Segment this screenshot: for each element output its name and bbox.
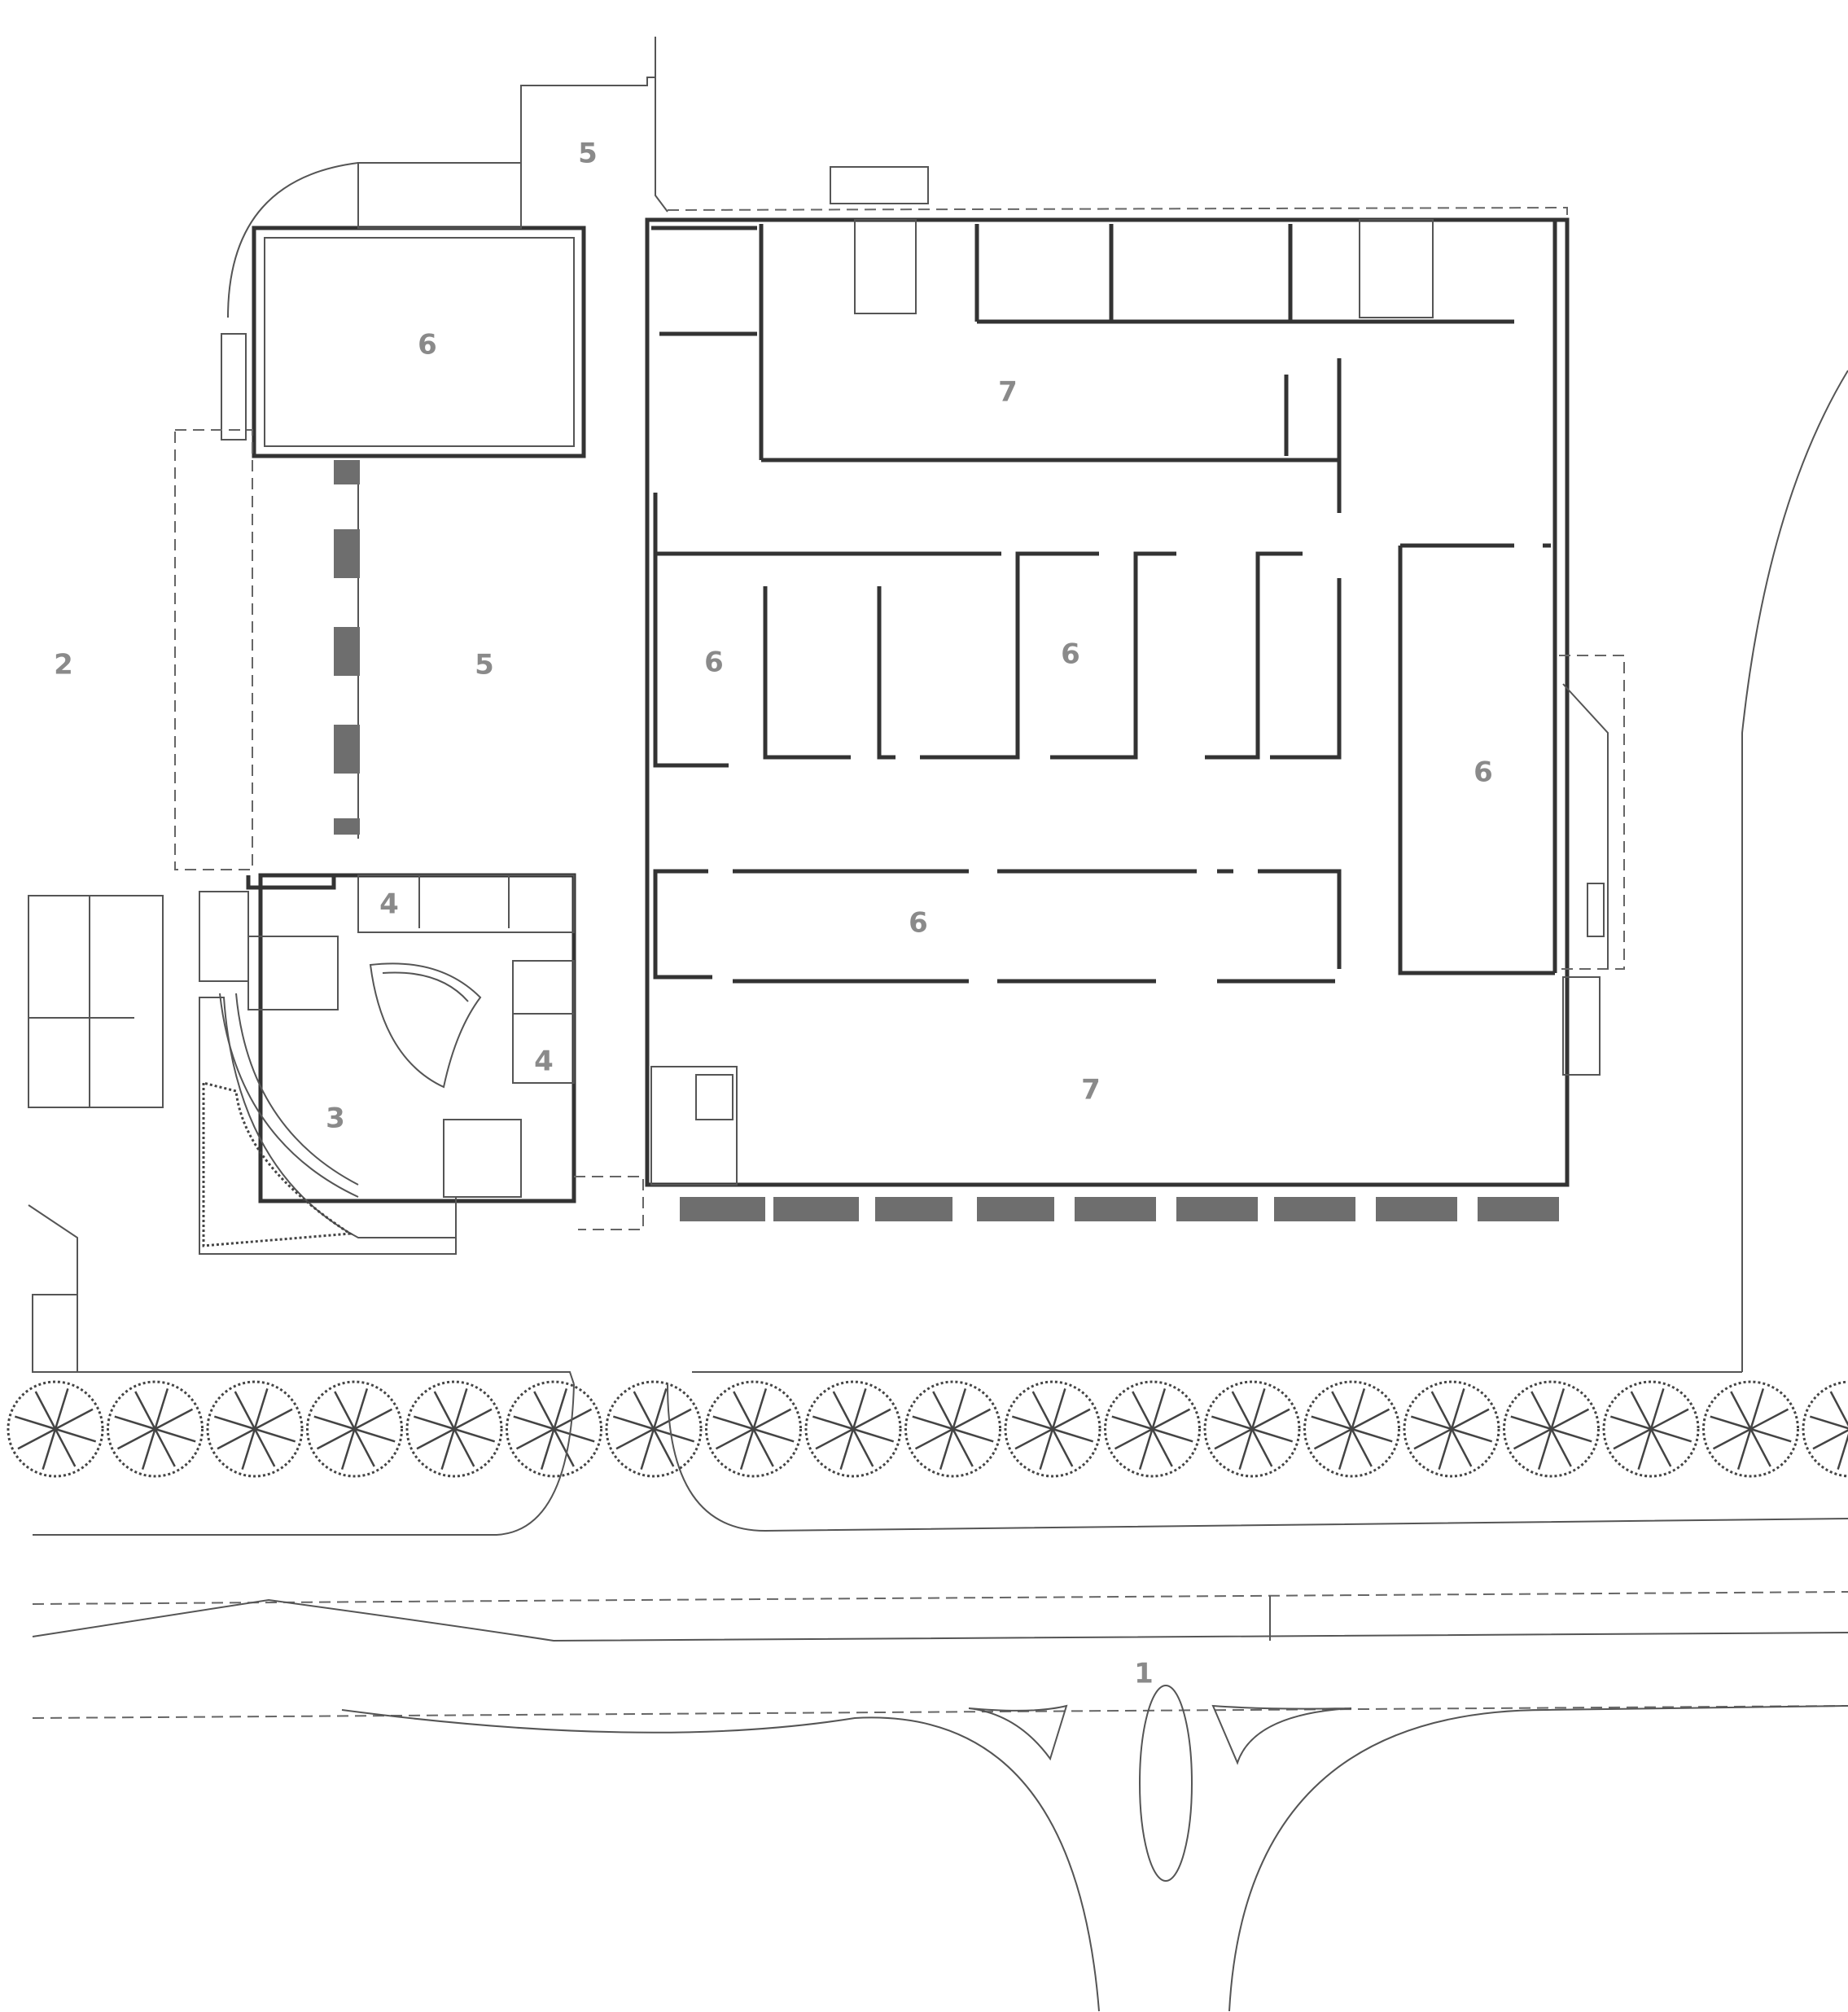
east-annex — [1559, 655, 1625, 1076]
northwest-hall — [174, 162, 586, 870]
street-tree — [306, 1380, 403, 1478]
road — [32, 370, 1848, 2012]
street-tree — [107, 1380, 204, 1478]
street-tree — [1403, 1380, 1500, 1478]
street-tree — [804, 1380, 902, 1478]
zone-label-lobby: 3 — [326, 1102, 345, 1135]
street-tree — [405, 1380, 503, 1478]
street-tree — [1203, 1380, 1301, 1478]
street-tree — [506, 1380, 602, 1478]
street-tree — [1503, 1380, 1600, 1478]
zone-label-hall-a: 6 — [704, 647, 724, 679]
street-tree — [1802, 1380, 1848, 1478]
zone-label-hall-nw: 6 — [418, 329, 437, 362]
street-tree — [904, 1380, 1001, 1478]
street-tree — [1702, 1380, 1799, 1478]
zone-label-hall-b: 6 — [1061, 638, 1080, 671]
main-block — [645, 166, 1570, 1187]
exhibit-halls — [653, 220, 1557, 975]
street-tree-row — [7, 1380, 1848, 1478]
street-tree — [7, 1380, 104, 1478]
zone-label-hall-c: 6 — [909, 907, 928, 940]
zone-label-corridor-s: 7 — [1081, 1074, 1101, 1107]
street-tree — [1004, 1380, 1101, 1478]
zone-label-west: 2 — [54, 649, 73, 682]
street-tree — [1104, 1380, 1201, 1478]
zone-label-court-north: 5 — [578, 138, 598, 170]
street-tree — [1303, 1380, 1400, 1478]
zone-labels: 1 2 3 4 4 5 5 6 6 6 6 6 7 7 — [54, 138, 1493, 1690]
lobby-and-offices — [199, 873, 576, 1203]
street-tree — [605, 1380, 703, 1478]
entry-plaza — [199, 993, 644, 1255]
zone-label-corridor-n: 7 — [998, 376, 1018, 409]
lower-hall — [653, 869, 1342, 984]
west-court — [334, 460, 360, 839]
west-parking — [28, 895, 575, 1385]
street-tree — [206, 1380, 304, 1478]
zone-label-court-west: 5 — [475, 649, 494, 682]
south-facade — [650, 1066, 1559, 1221]
street-tree — [1602, 1380, 1700, 1478]
zone-label-road: 1 — [1134, 1658, 1154, 1690]
zone-label-hall-east: 6 — [1474, 756, 1493, 789]
zone-label-office-a: 4 — [379, 888, 399, 921]
street-tree — [705, 1380, 802, 1478]
zone-label-office-b: 4 — [534, 1045, 554, 1078]
north-court — [520, 37, 668, 213]
